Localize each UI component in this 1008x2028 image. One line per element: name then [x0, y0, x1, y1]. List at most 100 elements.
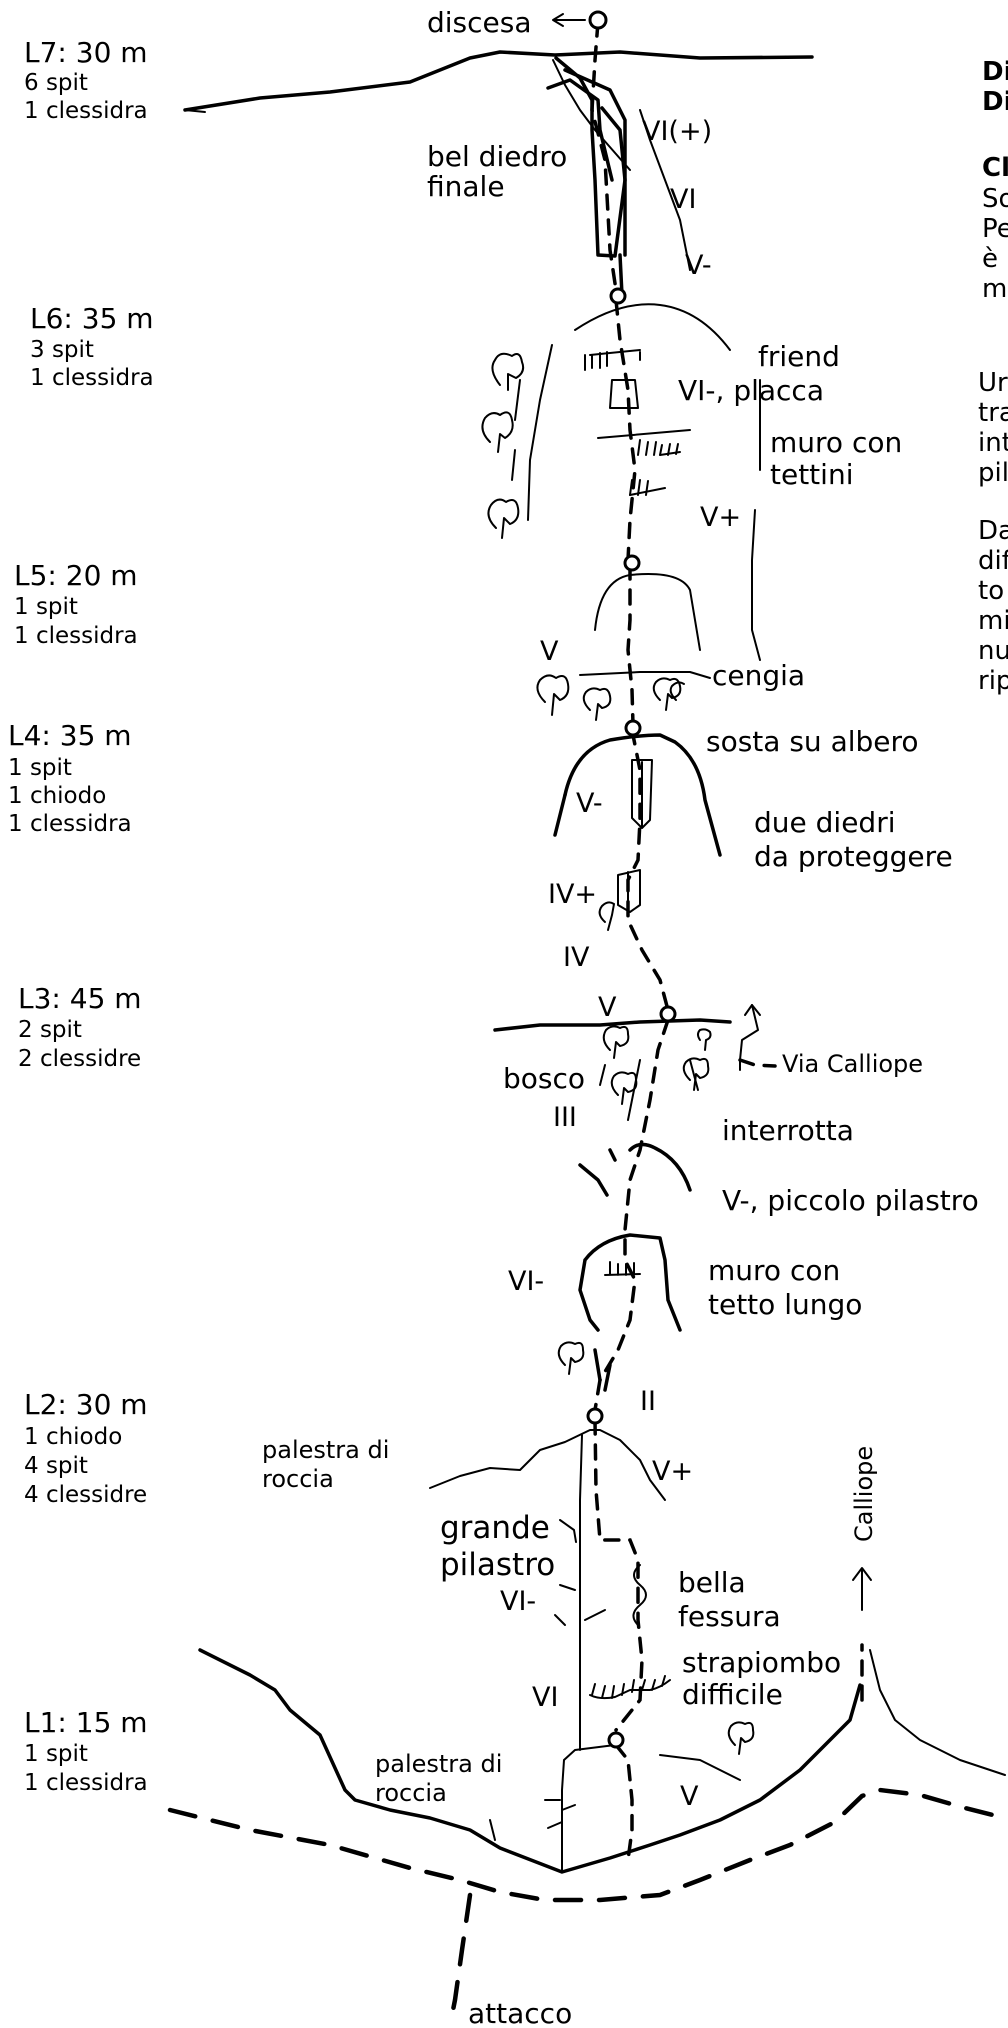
belay-l6 — [623, 554, 641, 572]
l3-pillar — [578, 1142, 692, 1197]
l6-left-wall-b — [514, 379, 521, 421]
label-bosco: bosco — [503, 1062, 585, 1095]
pitch-l4: L4: 35 m 1 spit 1 chiodo 1 clessidra — [8, 719, 132, 837]
pitch-l4-title: L4: 35 m — [8, 719, 132, 752]
pitch-l6-title: L6: 35 m — [30, 302, 154, 335]
belay-l2 — [607, 1731, 625, 1749]
side-line-16: nu — [978, 636, 1008, 666]
l4-arch — [563, 733, 722, 857]
attacco-path — [447, 1892, 473, 2028]
l6-tettini-line — [597, 429, 691, 439]
pitch-l3-gear-1: 2 spit — [18, 1017, 82, 1043]
pitch-l7-gear-1: 6 spit — [24, 70, 88, 96]
l6-tettini-hatch-1 — [589, 349, 641, 356]
pitch-l2-title: L2: 30 m — [24, 1388, 148, 1421]
route-l4 — [626, 728, 670, 1012]
calliope-upper-arrow-line — [739, 1004, 759, 1071]
label-muro-tettini-2: tettini — [770, 458, 853, 491]
l2-pillar-crack-2 — [559, 1584, 576, 1591]
label-strapiombo-1: strapiombo — [682, 1646, 841, 1679]
side-line-9: tra — [978, 398, 1008, 428]
belay-l3 — [586, 1407, 604, 1425]
label-grande-pilastro-2: pilastro — [440, 1547, 555, 1583]
pitch-l7: L7: 30 m 6 spit 1 clessidra — [24, 36, 148, 124]
route-l1 — [614, 1743, 634, 1862]
side-line-15: mi — [978, 606, 1008, 636]
l4-dihedral-1 — [631, 759, 653, 829]
l2-ridge — [429, 1429, 666, 1501]
label-bella-fessura-1: bella — [678, 1566, 746, 1599]
grade-l3-iii: III — [553, 1102, 577, 1133]
label-attacco: attacco — [468, 1997, 572, 2028]
side-line-8: Ur — [978, 368, 1008, 398]
l3-roof — [578, 1233, 682, 1332]
grade-l1-v: V — [680, 1781, 699, 1812]
label-grande-pilastro-1: grande — [440, 1510, 550, 1546]
l3-lower — [593, 1348, 612, 1392]
label-bella-fessura-2: fessura — [678, 1600, 781, 1633]
grade-l3-vi: VI- — [508, 1266, 544, 1297]
descent-arrow — [552, 13, 586, 27]
label-due-diedri-1: due diedri — [754, 806, 896, 839]
route-l7 — [590, 20, 618, 292]
grade-l2-vi: VI- — [500, 1586, 536, 1617]
pitch-l3-gear-2: 2 clessidre — [18, 1046, 141, 1072]
l2-pillar-crack-1 — [559, 1519, 577, 1543]
pitch-l1: L1: 15 m 1 spit 1 clessidra — [24, 1706, 148, 1796]
side-line-4: So — [982, 184, 1008, 214]
l1-base-arch — [561, 1744, 616, 1873]
grade-l7-low: V- — [685, 250, 712, 281]
l5-arch — [594, 573, 701, 651]
l3-pillar-b — [608, 1148, 617, 1162]
pitch-l3-title: L3: 45 m — [18, 982, 142, 1015]
label-bel-diedro-1: bel diedro — [427, 140, 567, 173]
l2-strapiombo-ticks — [591, 1675, 666, 1699]
side-line-17: rip — [978, 666, 1008, 696]
label-cengia: cengia — [712, 659, 805, 692]
label-discesa: discesa — [427, 6, 532, 39]
label-sosta-albero: sosta su albero — [706, 725, 919, 758]
label-palestra-1b: roccia — [262, 1465, 334, 1493]
belay-l5 — [624, 719, 642, 737]
approach-path — [167, 1787, 1008, 1903]
grade-l4-ivp: IV+ — [548, 879, 597, 910]
pitch-l4-gear-2: 1 chiodo — [8, 783, 106, 809]
l6-placca-box — [609, 379, 639, 409]
final-dihedral-flap — [546, 78, 614, 182]
label-via-calliope: Via Calliope — [782, 1050, 923, 1078]
side-line-2: Di — [982, 87, 1008, 117]
l1-crack-small — [489, 1819, 496, 1841]
grade-l6-low: V+ — [700, 502, 741, 533]
tree-icon — [481, 352, 755, 1755]
pitch-l2-gear-1: 1 chiodo — [24, 1424, 122, 1450]
side-line-14: to — [978, 576, 1004, 606]
pitch-l6: L6: 35 m 3 spit 1 clessidra — [30, 302, 154, 391]
label-placca: VI-, placca — [678, 374, 824, 407]
belay-l7 — [609, 287, 627, 305]
route-l5 — [626, 563, 635, 727]
l2-pillar-crack-4 — [554, 1614, 566, 1626]
l1-base-crack — [544, 1799, 576, 1829]
pitch-l2-gear-3: 4 clessidre — [24, 1482, 147, 1508]
label-due-diedri-2: da proteggere — [754, 840, 953, 873]
side-line-11: pil — [978, 458, 1008, 488]
pitch-l7-gear-2: 1 clessidra — [24, 98, 148, 124]
pitch-l5-gear-2: 1 clessidra — [14, 623, 138, 649]
l6-roof-ticks-c — [629, 479, 649, 496]
label-muro-tettini-1: muro con — [770, 426, 902, 459]
pitch-l7-title: L7: 30 m — [24, 36, 148, 69]
summit-ridge — [183, 50, 814, 112]
pitch-l5: L5: 20 m 1 spit 1 clessidra — [14, 559, 138, 649]
l4-left — [553, 793, 567, 837]
grade-l7-top: VI(+) — [642, 116, 712, 147]
l3-roof-ticks — [604, 1261, 641, 1276]
pitch-l1-title: L1: 15 m — [24, 1706, 148, 1739]
l6-arch — [574, 303, 731, 351]
grade-l7-mid: VI — [670, 184, 696, 215]
l1-right-slope — [869, 1649, 1006, 1776]
l2-pillar-crack-3 — [584, 1609, 606, 1621]
route-l6 — [614, 298, 637, 562]
l6-left-wall-c — [511, 449, 516, 481]
base-slope — [198, 1648, 862, 1874]
